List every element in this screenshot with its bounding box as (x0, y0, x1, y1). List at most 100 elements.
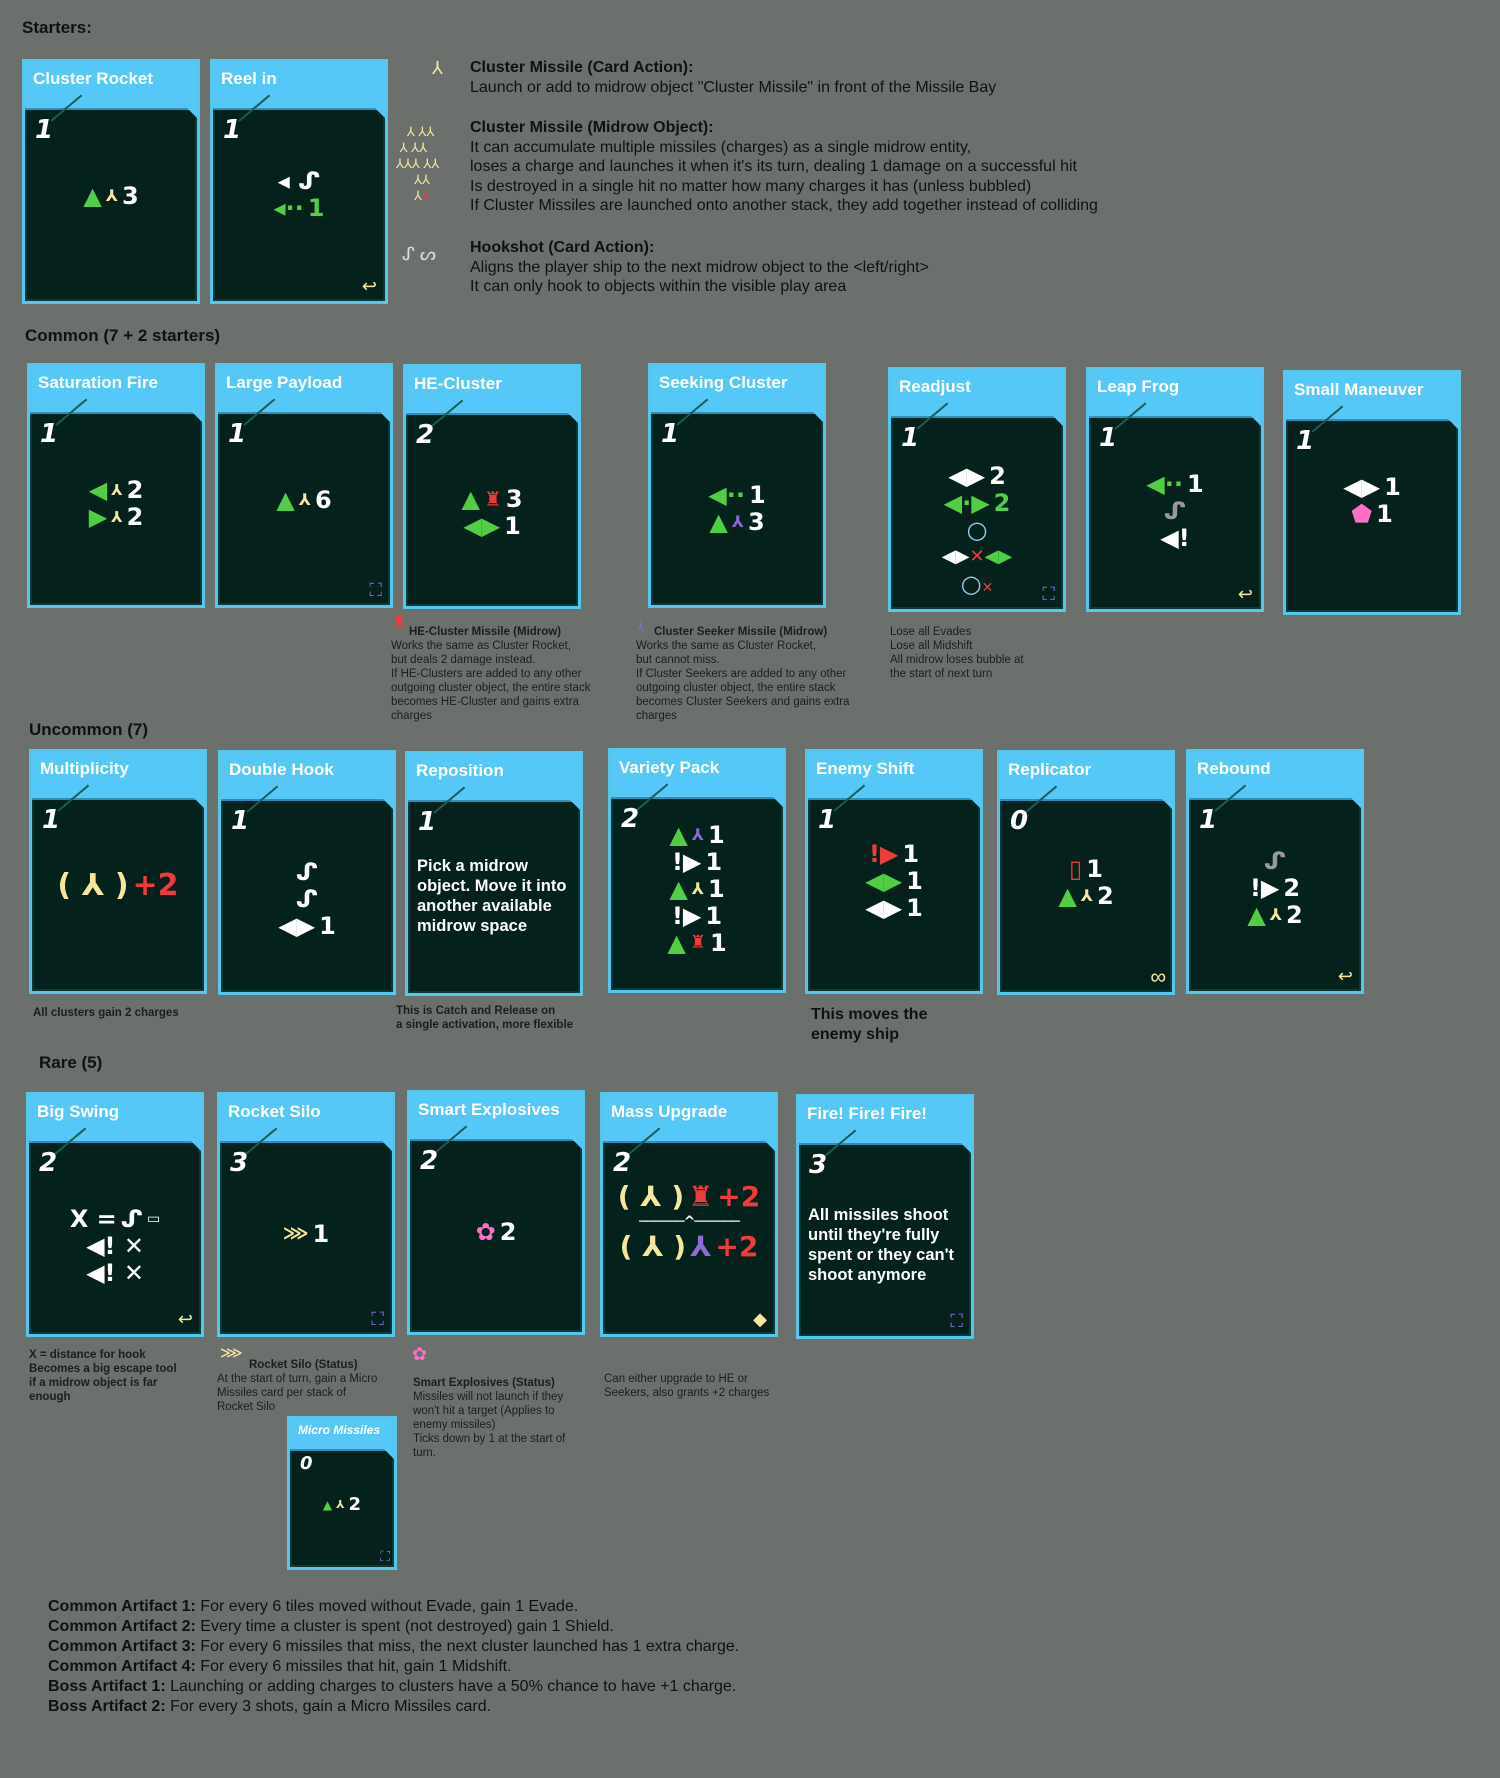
he-missile-icon: ♜ (689, 932, 706, 953)
card-reel-in[interactable]: Reel in 1 ◂ ᔑ ◂··1 ↩ (210, 59, 388, 304)
move-left-icon: ◀·· (708, 481, 745, 509)
card-rebound[interactable]: Rebound 1 ᔑ !▶2 ▲⅄2 ↩ (1186, 749, 1364, 994)
card-double-hook[interactable]: Double Hook 1 ᔑ ᔑ ◀▶1 (218, 750, 396, 995)
shield-icon: ⬟ (1351, 500, 1373, 528)
card-fire-fire-fire[interactable]: Fire! Fire! Fire! 3 All missiles shoot u… (796, 1094, 974, 1339)
card-cost: 0 (1010, 806, 1029, 836)
card-multiplicity[interactable]: Multiplicity 1 ( ⅄ )+2 (29, 749, 207, 994)
move-left-icon: ◂·· (273, 194, 304, 222)
card-title: Small Maneuver (1294, 380, 1424, 399)
card-title: Reposition (416, 761, 504, 780)
card-cost: 1 (223, 115, 242, 145)
note-rocket-silo: Rocket Silo (Status) At the start of tur… (217, 1359, 378, 1413)
artifact-list: Common Artifact 1: For every 6 tiles mov… (48, 1597, 739, 1717)
card-title: Readjust (899, 377, 971, 396)
card-title: Saturation Fire (38, 373, 158, 392)
card-title: Multiplicity (40, 759, 129, 778)
card-cost: 1 (1296, 426, 1315, 456)
shoot-icon: !▶ (1249, 874, 1280, 902)
launch-icon: ▲ (461, 485, 480, 513)
retain-icon: ↩ (361, 276, 377, 296)
card-cost: 1 (418, 807, 437, 837)
card-rocket-silo[interactable]: Rocket Silo 3 ⋙1 ⛶ (217, 1092, 395, 1337)
seeker-missile-icon: ⅄ (637, 620, 645, 634)
note-multiplicity: All clusters gain 2 charges (33, 1007, 179, 1019)
card-title: Enemy Shift (816, 759, 915, 778)
launch-icon: ▲ (709, 508, 728, 536)
card-smart-explosives[interactable]: Smart Explosives 2 ✿2 (407, 1090, 585, 1335)
card-small-maneuver[interactable]: Small Maneuver 1 ◀▶1 ⬟1 (1283, 370, 1461, 615)
exhaust-icon: ⛶ (369, 580, 382, 600)
note-enemy-shift: This moves the enemy ship (811, 1006, 928, 1043)
card-seeking-cluster[interactable]: Seeking Cluster 1 ◀··1 ▲⅄3 (648, 363, 826, 608)
he-missile-icon: ♜ (483, 487, 502, 511)
card-title: Big Swing (37, 1102, 120, 1121)
ruler-icon: ▭ (146, 1211, 161, 1227)
cluster-missile-icon: ⅄ (691, 879, 704, 898)
card-cost: 2 (621, 804, 640, 834)
cluster-stack-icon: ⅄ ⅄⅄ ⅄ ⅄⅄⅄⅄⅄ ⅄⅄ ⅄⅄ ⅄⅄ (396, 124, 440, 203)
card-title: Double Hook (229, 760, 334, 779)
card-he-cluster[interactable]: HE-Cluster 2 ▲♜3 ◀▶1 (403, 364, 581, 609)
card-saturation-fire[interactable]: Saturation Fire 1 ◀⅄2 ▶⅄2 (27, 363, 205, 608)
card-large-payload[interactable]: Large Payload 1 ▲⅄6 ⛶ (215, 363, 393, 608)
card-cost: 3 (809, 1150, 828, 1180)
note-readjust: Lose all Evades Lose all Midshift All mi… (890, 626, 1024, 680)
card-title: Seeking Cluster (659, 373, 788, 392)
legend-hookshot: Hookshot (Card Action): Aligns the playe… (470, 239, 929, 295)
enemy-shoot-icon: !▶ (868, 840, 899, 868)
shoot-icon: !▶ (671, 848, 702, 876)
all-clusters-icon: ( ⅄ ) (57, 868, 129, 903)
artifact-item: Boss Artifact 2: For every 3 shots, gain… (48, 1698, 492, 1715)
evade-icon: ◀▶ (278, 912, 316, 940)
card-cost: 1 (1199, 805, 1218, 835)
card-title: Smart Explosives (418, 1100, 560, 1119)
card-cost: 1 (42, 805, 61, 835)
card-cost: 1 (231, 806, 250, 836)
evade-hint-icon: ◀! ✕ (86, 1232, 144, 1260)
card-cost: 1 (228, 419, 247, 449)
card-reposition[interactable]: Reposition 1 Pick a midrow object. Move … (405, 751, 583, 996)
section-rare: Rare (5) (39, 1053, 103, 1072)
card-big-swing[interactable]: Big Swing 2 X =ᔑ▭ ◀! ✕ ◀! ✕ ↩ (26, 1092, 204, 1337)
card-replicator[interactable]: Replicator 0 ▯1 ▲⅄2 ∞ (997, 750, 1175, 995)
artifact-item: Boss Artifact 1: Launching or adding cha… (48, 1678, 737, 1695)
artifact-item: Common Artifact 1: For every 6 tiles mov… (48, 1598, 579, 1615)
card-cost: 1 (35, 115, 54, 145)
card-mass-upgrade[interactable]: Mass Upgrade 2 ( ⅄ )♜+2 ──────^────── ( … (600, 1092, 778, 1337)
artifact-item: Common Artifact 3: For every 6 missiles … (48, 1638, 740, 1655)
card-leap-frog[interactable]: Leap Frog 1 ◀··1 ᔑ ◀! ↩ (1086, 367, 1264, 612)
card-cost: 2 (39, 1148, 58, 1178)
legend-cluster-missile-object: Cluster Missile (Midrow Object): It can … (470, 119, 1098, 214)
he-missile-icon: ♜ (688, 1180, 714, 1213)
launch-icon: ▲ (83, 182, 102, 210)
exhaust-icon: ⛶ (380, 1548, 390, 1564)
artifact-item: Common Artifact 2: Every time a cluster … (48, 1618, 614, 1635)
hookshot-icon: ᔑ (1163, 497, 1187, 525)
seeker-missile-icon: ⅄ (731, 512, 744, 531)
card-micro-missiles[interactable]: Micro Missiles 0 ▲⅄2 ⛶ (287, 1416, 397, 1570)
section-common: Common (7 + 2 starters) (25, 326, 221, 345)
card-readjust[interactable]: Readjust 1 ◀▶2 ◀·▶2 ○ ◀▶✕◀▶ ○✕ ⛶ (888, 367, 1066, 612)
card-enemy-shift[interactable]: Enemy Shift 1 !▶1 ◀▶1 ◀▶1 (805, 749, 983, 994)
card-title: Fire! Fire! Fire! (807, 1104, 927, 1123)
card-title: Leap Frog (1097, 377, 1180, 396)
card-title: Rebound (1197, 759, 1271, 778)
shoot-icon-2: !▶ (671, 902, 702, 930)
launch-right-icon: ▶ (88, 503, 108, 531)
hookshot-icon-2: ᔑ (295, 885, 319, 913)
card-cost: 1 (1099, 423, 1118, 453)
rocket-silo-icon: ⋙ (220, 1345, 243, 1362)
brain-icon: ✿ (412, 1344, 428, 1364)
note-seeker: Cluster Seeker Missile (Midrow) Works th… (636, 626, 850, 722)
card-cluster-rocket[interactable]: Cluster Rocket 1 ▲⅄3 (22, 59, 200, 304)
exhaust-icon: ⛶ (1042, 584, 1055, 604)
card-description: All missiles shoot until they're fully s… (808, 1206, 955, 1284)
card-cost: 2 (613, 1148, 632, 1178)
midshift-icon: ◀·▶ (943, 489, 990, 517)
seeker-missile-icon: ⅄ (691, 825, 704, 844)
legend-cluster-missile-action: Cluster Missile (Card Action): Launch or… (470, 59, 997, 96)
cluster-missile-icon: ⅄ (1080, 886, 1093, 905)
card-variety-pack[interactable]: Variety Pack 2 ▲⅄1 !▶1 ▲⅄1 !▶1 ▲♜1 (608, 748, 786, 993)
card-cost: 2 (416, 420, 435, 450)
